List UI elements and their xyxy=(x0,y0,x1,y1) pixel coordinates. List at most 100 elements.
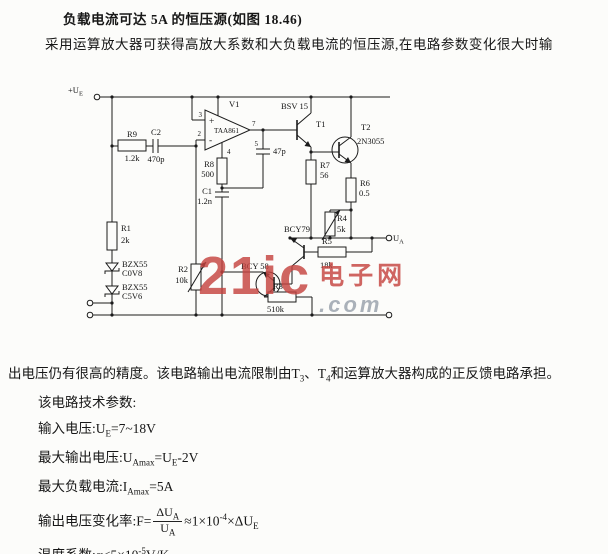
pin-7: 7 xyxy=(252,120,256,128)
output-label: UA xyxy=(393,233,404,246)
param-rate-exp: -4 xyxy=(219,511,228,522)
t2-type: 2N3055 xyxy=(357,136,384,146)
z2-name: BZX55 xyxy=(122,282,148,292)
t1-ref: T1 xyxy=(316,119,325,129)
supply-terminal xyxy=(93,93,101,101)
resistor-r9: R9 1.2k xyxy=(117,129,147,163)
resistor-r2: R2 10k xyxy=(175,261,207,293)
resistor-r5: R5 18k xyxy=(317,236,347,270)
param-input-sub: E xyxy=(105,428,112,439)
supply-label: +UE xyxy=(68,85,83,98)
conclusion-c: 和运算放大器构成的正反馈电路承担。 xyxy=(330,366,561,381)
r3-value: 510k xyxy=(267,304,285,314)
r5-value: 18k xyxy=(320,260,334,270)
param-max-load-current: 最大负载电流:IAmax=5A xyxy=(8,477,604,499)
param-iout-sub: Amax xyxy=(127,486,150,497)
r1-value: 2k xyxy=(121,235,130,245)
t4-type: BCY 58 xyxy=(241,261,269,271)
resistor-r8: R8 500 xyxy=(201,157,228,185)
conclusion-a: 出电压仍有很高的精度。该电路输出电流限制由T xyxy=(8,366,300,381)
r3-ref: R3 xyxy=(273,281,283,291)
resistor-r6: R6 0.5 xyxy=(345,177,370,203)
r6-value: 0.5 xyxy=(359,188,370,198)
circuit-diagram: +UE UA + - TAA861 V1 3 2 7 4 R9 1.2k C2 … xyxy=(68,85,404,319)
zener-z2: BZX55 C5V6 xyxy=(104,282,148,301)
t3-type: BCY79 xyxy=(284,224,310,234)
capacitor-47p: 5 47p xyxy=(255,140,286,156)
input-terminal-a xyxy=(86,299,94,307)
t1-type: BSV 15 xyxy=(281,101,308,111)
param-vout-sub2: E xyxy=(171,457,178,468)
section-heading: 负载电流可达 5A 的恒压源(如图 18.46) xyxy=(63,12,303,27)
resistor-r4: R4 5k xyxy=(321,209,348,241)
transistor-t1: BSV 15 T1 xyxy=(281,101,325,147)
resistor-r7: R7 56 xyxy=(305,159,330,185)
opamp-ic-label: TAA861 xyxy=(214,127,239,135)
c3-value: 47p xyxy=(273,146,286,156)
param-input-rest: =7~18V xyxy=(111,421,156,437)
input-terminal-b xyxy=(86,311,94,319)
pin-5: 5 xyxy=(255,140,259,148)
pin-3: 3 xyxy=(199,111,203,119)
params-heading: 该电路技术参数: xyxy=(38,394,137,410)
param-rate-den: U xyxy=(160,521,169,536)
r9-ref: R9 xyxy=(127,129,137,139)
r2-ref: R2 xyxy=(178,264,188,274)
param-rate-sub-e: E xyxy=(253,520,259,531)
t2-ref: T2 xyxy=(361,122,370,132)
r7-value: 56 xyxy=(320,170,329,180)
conclusion-sub2: 4 xyxy=(326,373,331,384)
transistor-t3: BCY79 xyxy=(284,224,310,259)
transistor-t2: T2 2N3055 xyxy=(331,122,384,164)
r4-ref: R4 xyxy=(337,213,348,223)
conclusion-paragraph: 出电压仍有很高的精度。该电路输出电流限制由T3、T4和运算放大器构成的正反馈电路… xyxy=(8,364,568,386)
terminals xyxy=(86,93,393,319)
param-vout-sub: Amax xyxy=(132,457,155,468)
opamp-v1: + - TAA861 V1 3 2 7 4 xyxy=(198,99,257,156)
ground-terminal xyxy=(385,311,393,319)
resistor-r3: R3 510k xyxy=(267,281,297,314)
opamp-minus-sign: - xyxy=(209,136,212,146)
output-terminal xyxy=(385,234,393,242)
pin-4: 4 xyxy=(227,148,231,156)
param-vout-mid: =U xyxy=(154,450,172,466)
param-rate-den-sub: A xyxy=(168,527,176,538)
param-vout-label: 最大输出电压: xyxy=(38,450,123,466)
param-temp-exp: -5 xyxy=(138,545,146,554)
junction-dots xyxy=(110,95,374,317)
opamp-plus-sign: + xyxy=(209,117,214,127)
intro-paragraph: 采用运算放大器可获得高放大系数和大负载电流的恒压源,在电路参数变化很大时输 xyxy=(45,37,553,52)
r6-ref: R6 xyxy=(360,178,370,188)
param-rate-approx: ≈1×10 xyxy=(184,512,220,528)
z1-grade: C0V8 xyxy=(122,268,142,278)
param-rate-times: ×ΔU xyxy=(227,512,254,528)
param-input-label: 输入电压: xyxy=(38,421,96,437)
param-input-voltage: 输入电压:UE=7~18V xyxy=(8,419,604,441)
param-temp-unit: V/K xyxy=(146,547,169,554)
param-iout-label: 最大负载电流: xyxy=(38,478,123,494)
r7-ref: R7 xyxy=(320,160,330,170)
c2-ref: C2 xyxy=(151,127,161,137)
zener-z1: BZX55 C0V8 xyxy=(104,259,148,278)
param-max-output-voltage: 最大输出电压:UAmax=UE-2V xyxy=(8,448,604,470)
param-temp-coefficient: 温度系数:α<5×10-5V/K xyxy=(8,545,604,554)
param-input-sym: U xyxy=(95,421,106,437)
param-iout-sym: I xyxy=(122,478,128,494)
param-rate-num-sub: A xyxy=(172,510,180,521)
z1-name: BZX55 xyxy=(122,259,148,269)
body-text: 出电压仍有很高的精度。该电路输出电流限制由T3、T4和运算放大器构成的正反馈电路… xyxy=(8,364,604,554)
r5-ref: R5 xyxy=(322,236,332,246)
param-rate-num: ΔU xyxy=(156,504,173,519)
param-vout-sym: U xyxy=(122,450,133,466)
resistor-r1: R1 2k xyxy=(106,221,131,251)
c1-ref: C1 xyxy=(202,186,212,196)
r4-value: 5k xyxy=(337,224,346,234)
param-vout-rest: -2V xyxy=(177,450,199,466)
param-iout-rest: =5A xyxy=(149,478,174,494)
param-temp-label: 温度系数: xyxy=(38,547,96,554)
opamp-ref-label: V1 xyxy=(229,99,239,109)
r8-value: 500 xyxy=(201,169,214,179)
